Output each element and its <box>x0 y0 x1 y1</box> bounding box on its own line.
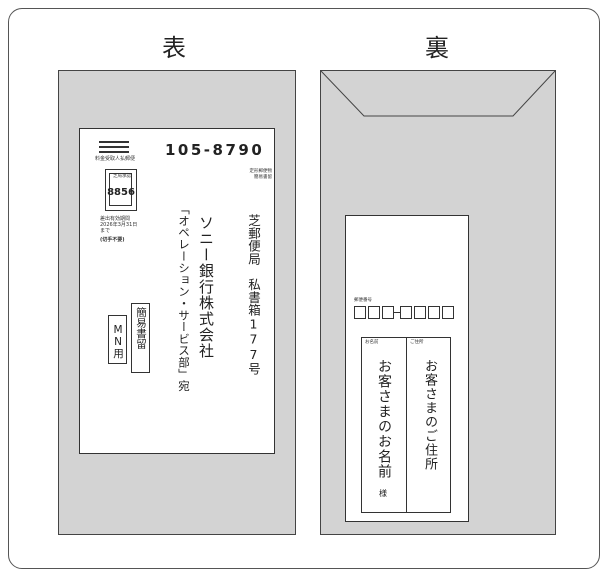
postage-bar <box>99 141 129 143</box>
address-field-label: ご住所 <box>410 340 424 345</box>
mail-type-1: 定形郵便物 <box>249 169 273 174</box>
zip-box <box>354 306 366 319</box>
back-envelope: 郵便番号 お名前 お客さまのお名前 様 ご住所 お客さまのご住所 <box>320 70 556 535</box>
validity-line-2: 2026年3月31日 <box>100 222 138 228</box>
validity-line-3: まで <box>100 228 111 234</box>
no-stamp-needed: (切手不要) <box>100 237 125 243</box>
zip-box <box>368 306 380 319</box>
name-field-box: お名前 お客さまのお名前 様 <box>361 337 407 513</box>
postal-code: 105-8790 <box>165 141 265 159</box>
recipient-company: ソニー銀行株式会社 <box>197 215 215 359</box>
postage-bar <box>99 151 129 153</box>
zip-box <box>400 306 412 319</box>
approval-inner-box <box>109 173 132 206</box>
simple-registered-box: 簡易書留 <box>131 303 150 373</box>
recipient-department: 「オペレーション・サービス部」宛 <box>177 203 191 392</box>
zip-box <box>442 306 454 319</box>
mn-use-box: MN用 <box>108 315 127 364</box>
front-heading: 表 <box>162 34 186 62</box>
envelope-flap <box>321 71 555 117</box>
approval-office: 芝局承認 <box>113 174 131 179</box>
zip-box <box>428 306 440 319</box>
postage-title: 料金受取人払郵便 <box>95 156 136 162</box>
approval-number-box: 芝局承認 8856 <box>105 169 137 211</box>
mail-type-2: 簡易書留 <box>254 175 272 180</box>
return-address-label: 郵便番号 お名前 お客さまのお名前 様 ご住所 お客さまのご住所 <box>345 215 469 522</box>
postage-bar <box>99 146 129 148</box>
zip-box <box>414 306 426 319</box>
front-address-label: 料金受取人払郵便 芝局承認 8856 差出有効期間 2026年3月31日 まで … <box>79 128 275 454</box>
approval-number: 8856 <box>107 187 135 198</box>
back-heading: 裏 <box>425 34 449 62</box>
zip-box <box>382 306 394 319</box>
postal-code-label: 郵便番号 <box>354 298 372 303</box>
front-envelope: 料金受取人払郵便 芝局承認 8856 差出有効期間 2026年3月31日 まで … <box>58 70 296 535</box>
po-box-address: 芝郵便局 私書箱177号 <box>246 214 261 376</box>
name-placeholder: お客さまのお名前 <box>376 359 392 479</box>
zip-dash <box>394 312 400 313</box>
honorific: 様 <box>379 489 387 498</box>
validity-line-1: 差出有効期間 <box>100 216 131 222</box>
name-field-label: お名前 <box>365 340 379 345</box>
address-placeholder: お客さまのご住所 <box>422 359 437 471</box>
address-field-box: ご住所 お客さまのご住所 <box>406 337 451 513</box>
